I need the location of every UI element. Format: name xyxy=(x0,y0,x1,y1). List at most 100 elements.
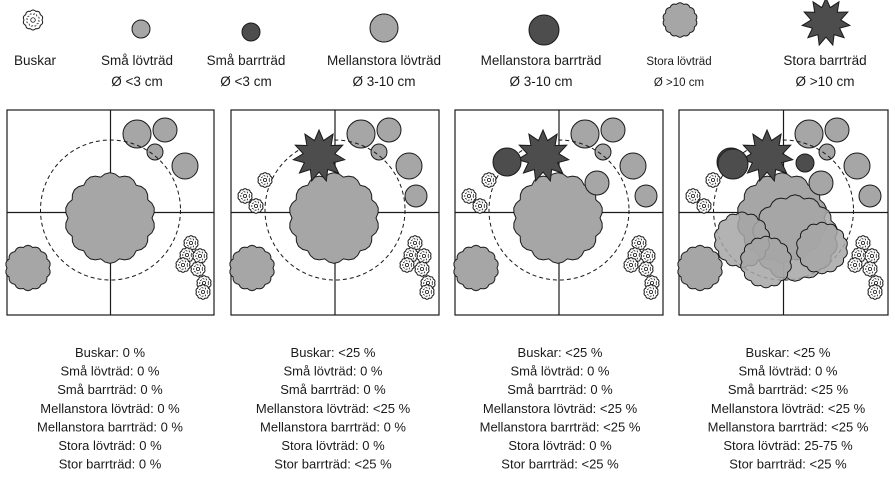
shrub xyxy=(248,198,264,214)
cover-stat-line: Stor barrträd: <25 % xyxy=(274,457,392,472)
large-deciduous-tree xyxy=(289,172,379,264)
legend-label: Små lövträd xyxy=(101,53,173,68)
legend-size-label: Ø >10 cm xyxy=(796,74,855,89)
small-conifer-tree xyxy=(795,153,815,173)
medium-deciduous-tree xyxy=(600,117,626,143)
large-deciduous-tree xyxy=(513,172,603,264)
shrub-icon xyxy=(22,9,44,31)
large-deciduous-tree xyxy=(677,244,723,292)
large-deciduous-tree xyxy=(740,235,792,289)
small-deciduous-icon xyxy=(131,19,151,39)
cover-stat-line: Små barrträd: 0 % xyxy=(507,382,613,397)
legend-size-label: Ø 3-10 cm xyxy=(352,74,415,89)
plot-panels xyxy=(5,109,889,316)
legend-label: Stora lövträd xyxy=(646,56,711,68)
plot-panel xyxy=(229,109,440,316)
shrub xyxy=(237,188,253,204)
shrub xyxy=(855,235,871,251)
large-deciduous-tree xyxy=(796,221,848,275)
shrub xyxy=(862,261,878,277)
medium-deciduous-tree xyxy=(619,152,647,180)
sample-plot-circle xyxy=(40,139,181,281)
cover-stat-line: Mellanstora barrträd: <25 % xyxy=(480,419,641,434)
legend-label: Mellanstora barrträd xyxy=(481,53,602,68)
cover-stat-line: Små barrträd: <25 % xyxy=(728,382,849,397)
shrub xyxy=(257,172,273,188)
shrub xyxy=(190,261,206,277)
medium-conifer-icon xyxy=(528,14,560,46)
cover-stat-line: Buskar: 0 % xyxy=(75,345,146,360)
shrub xyxy=(685,188,701,204)
shrub xyxy=(867,284,883,300)
shrub xyxy=(461,188,477,204)
medium-deciduous-tree xyxy=(152,117,178,143)
medium-conifer-tree xyxy=(492,147,522,177)
large-conifer-tree xyxy=(292,128,346,183)
shrub xyxy=(416,248,432,264)
medium-deciduous-tree xyxy=(808,170,834,196)
cover-stat-line: Små lövträd: 0 % xyxy=(739,364,838,379)
large-deciduous-tree xyxy=(65,172,155,264)
shrub xyxy=(640,248,656,264)
large-deciduous-tree xyxy=(5,244,51,292)
cover-stat-line: Mellanstora lövträd: <25 % xyxy=(256,401,411,416)
medium-deciduous-tree xyxy=(404,184,428,208)
medium-deciduous-tree xyxy=(171,152,199,180)
medium-deciduous-tree xyxy=(858,184,882,208)
legend-label: Mellanstora lövträd xyxy=(327,53,441,68)
small-conifer-icon xyxy=(241,22,261,42)
legend-label: Buskar xyxy=(14,53,57,68)
sample-plot-circle xyxy=(488,139,630,281)
shrub xyxy=(705,172,721,188)
cover-stat-line: Mellanstora lövträd: <25 % xyxy=(483,401,638,416)
shrub xyxy=(407,235,423,251)
cover-stat-line: Stora lövträd: 0 % xyxy=(508,438,612,453)
medium-deciduous-tree xyxy=(824,117,850,143)
cover-stat-line: Buskar: <25 % xyxy=(291,345,376,360)
medium-deciduous-tree xyxy=(346,119,376,149)
plot-panel xyxy=(677,109,889,316)
cover-stat-line: Små barrträd: 0 % xyxy=(280,382,386,397)
legend-item: Buskar xyxy=(14,9,57,68)
shrub xyxy=(419,284,435,300)
large-deciduous-tree xyxy=(229,244,275,292)
cover-stat-line: Små lövträd: 0 % xyxy=(61,364,160,379)
cover-stat-line: Stor barrträd: 0 % xyxy=(59,457,162,472)
cover-statistics: Buskar: 0 % Små lövträd: 0 % Små barrträd:… xyxy=(37,345,869,472)
cover-stat-line: Små lövträd: 0 % xyxy=(284,364,383,379)
cover-stat-line: Buskar: <25 % xyxy=(518,345,603,360)
cover-stat-line: Mellanstora barrträd: <25 % xyxy=(708,419,869,434)
sample-plot-circle xyxy=(264,139,406,281)
legend-size-label: Ø >10 cm xyxy=(654,77,704,89)
cover-stat-line: Mellanstora lövträd: <25 % xyxy=(711,401,866,416)
shrub xyxy=(192,248,208,264)
cover-stat-line: Stora lövträd: 25-75 % xyxy=(723,438,853,453)
medium-deciduous-tree xyxy=(122,119,152,149)
panel-stats: Buskar: <25 % Små lövträd: 0 % Små barrträ… xyxy=(480,345,641,472)
large-conifer-icon xyxy=(800,0,852,47)
legend-label: Små barrträd xyxy=(207,53,286,68)
shrub xyxy=(481,172,497,188)
legend-label: Stora barrträd xyxy=(783,53,866,68)
cover-stat-line: Buskar: <25 % xyxy=(746,345,831,360)
shrub xyxy=(472,198,488,214)
large-conifer-tree xyxy=(516,128,570,183)
cover-stat-line: Små barrträd: 0 % xyxy=(57,382,163,397)
shrub xyxy=(847,257,863,273)
cover-stat-line: Stora lövträd: 0 % xyxy=(281,438,385,453)
plot-panel xyxy=(5,109,215,316)
medium-conifer-tree xyxy=(717,148,749,180)
shrub xyxy=(183,235,199,251)
cover-stat-line: Små lövträd: 0 % xyxy=(511,364,610,379)
panel-stats: Buskar: 0 % Små lövträd: 0 % Små barrträd:… xyxy=(37,345,183,472)
large-deciduous-icon xyxy=(662,2,698,38)
shrub xyxy=(623,257,639,273)
small-deciduous-tree xyxy=(370,143,388,161)
shrub xyxy=(864,248,880,264)
cover-stat-line: Stor barrträd: <25 % xyxy=(729,457,847,472)
medium-deciduous-tree xyxy=(570,119,600,149)
